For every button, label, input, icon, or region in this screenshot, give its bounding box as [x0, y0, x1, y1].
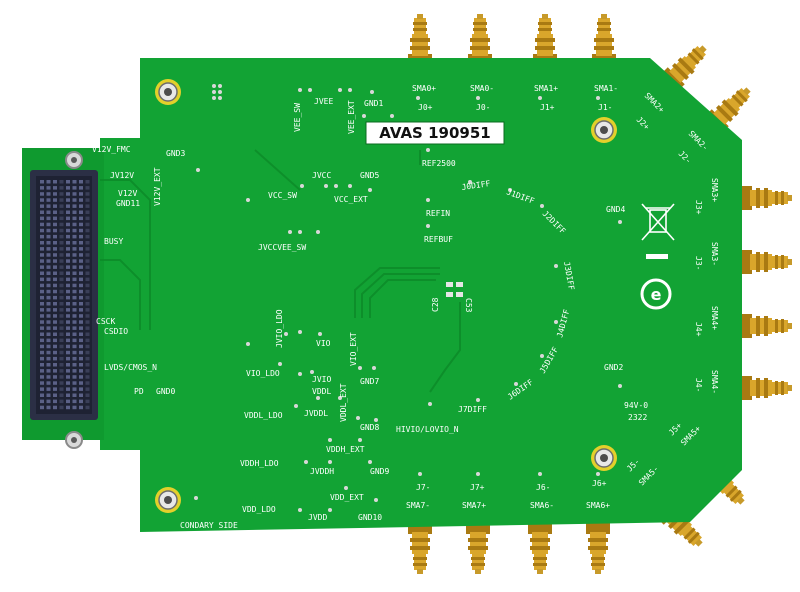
label-gnd10: GND10 [358, 513, 382, 522]
label-c53: C53 [464, 298, 473, 313]
label-sma4n: SMA4- [710, 370, 719, 394]
label-v12v-fmc: V12V_FMC [92, 145, 131, 154]
components [446, 282, 463, 297]
label-sma1n: SMA1- [594, 84, 618, 93]
label-j7diff: J7DIFF [458, 405, 487, 414]
label-sma0p: SMA0+ [412, 84, 436, 93]
label-j3p: J3+ [694, 200, 703, 215]
board-id-text: AVAS 190951 [379, 124, 490, 142]
label-j4n: J4- [694, 378, 703, 392]
label-j7p: J7+ [470, 483, 485, 492]
label-csdio: CSDIO [104, 327, 128, 336]
label-gnd3: GND3 [166, 149, 185, 158]
label-lvds-cmos: LVDS/CMOS_N [104, 363, 157, 372]
label-sma0n: SMA0- [470, 84, 494, 93]
label-jvee: JVEE [314, 97, 333, 106]
label-busy: BUSY [104, 237, 123, 246]
label-vio-ldo: VIO_LDO [246, 369, 280, 378]
label-vio-ext: VIO_EXT [349, 332, 358, 366]
label-sma7n: SMA7- [406, 501, 430, 510]
label-gnd4: GND4 [606, 205, 625, 214]
label-gnd7: GND7 [360, 377, 379, 386]
label-gnd8: GND8 [360, 423, 379, 432]
label-j0diff: J0DIFF [461, 179, 491, 192]
label-v12v: V12V [118, 189, 137, 198]
label-sma3p: SMA3+ [710, 178, 719, 202]
mounting-holes [65, 151, 83, 449]
label-pd: PD [134, 387, 144, 396]
label-date-code: 2322 [628, 413, 647, 422]
label-jvccvee-sw: JVCCVEE_SW [258, 243, 306, 252]
label-j7n: J7- [416, 483, 430, 492]
label-vddl-ldo: VDDL_LDO [244, 411, 283, 420]
label-sma3n: SMA3- [710, 242, 719, 266]
label-jvio: JVIO [312, 375, 331, 384]
label-hivio: HIVIO/LOVIO_N [396, 425, 459, 434]
label-refbuf: REFBUF [424, 235, 453, 244]
sma6p-connector [586, 520, 610, 574]
fmc-connector [30, 170, 98, 420]
pcb-board [22, 58, 742, 532]
label-j3n: J3- [694, 256, 703, 270]
label-ul-mark: 94V-0 [624, 401, 648, 410]
label-jv12v: JV12V [110, 171, 134, 180]
label-vddl: VDDL [312, 387, 331, 396]
label-jvdd: JVDD [308, 513, 327, 522]
label-sma6n: SMA6- [530, 501, 554, 510]
label-gnd11: GND11 [116, 199, 140, 208]
weee-bin-icon [641, 203, 675, 259]
label-c28: C28 [431, 297, 440, 312]
label-ref2500: REF2500 [422, 159, 456, 168]
label-vee-ext: VEE_EXT [347, 100, 356, 134]
label-j1p: J1+ [540, 103, 555, 112]
label-gnd1: GND1 [364, 99, 383, 108]
label-vddh-ext: VDDH_EXT [326, 445, 365, 454]
board-id-label: AVAS 190951 [365, 121, 505, 145]
label-gnd9: GND9 [370, 467, 389, 476]
label-vdd-ldo: VDD_LDO [242, 505, 276, 514]
label-j6p: J6+ [592, 479, 607, 488]
label-v12v-ext: V12V_EXT [153, 167, 162, 206]
vias [194, 84, 622, 512]
label-vcc-sw: VCC_SW [268, 191, 297, 200]
label-j1n: J1- [598, 103, 612, 112]
label-gnd5: GND5 [360, 171, 379, 180]
label-j4p: J4+ [694, 322, 703, 337]
recycle-e-icon: e [640, 278, 672, 310]
label-j0n: J0- [476, 103, 490, 112]
label-vee-sw: VEE_SW [293, 103, 302, 132]
label-gnd0: GND0 [156, 387, 175, 396]
label-sma6p: SMA6+ [586, 501, 610, 510]
label-vcc-ext: VCC_EXT [334, 195, 368, 204]
label-csck: CSCK [96, 317, 115, 326]
label-jvddh: JVDDH [310, 467, 334, 476]
label-jvcc: JVCC [312, 171, 331, 180]
label-sma1p: SMA1+ [534, 84, 558, 93]
label-gnd2: GND2 [604, 363, 623, 372]
label-j0p: J0+ [418, 103, 433, 112]
label-jvddl: JVDDL [304, 409, 328, 418]
svg-text:e: e [651, 285, 662, 304]
label-sma4p: SMA4+ [710, 306, 719, 330]
label-sma7p: SMA7+ [462, 501, 486, 510]
label-vddl-ext: VDDL_EXT [339, 383, 348, 422]
standoffs [155, 79, 617, 513]
label-secondary-side: CONDARY SIDE [180, 521, 238, 530]
label-refin: REFIN [426, 209, 450, 218]
label-vio: VIO [316, 339, 331, 348]
label-vdd-ext: VDD_EXT [330, 493, 364, 502]
pcb-traces [100, 149, 461, 393]
label-jvio-ldo: JVIO_LDO [275, 309, 284, 348]
label-vddh-ldo: VDDH_LDO [240, 459, 279, 468]
label-j6n: J6- [536, 483, 550, 492]
